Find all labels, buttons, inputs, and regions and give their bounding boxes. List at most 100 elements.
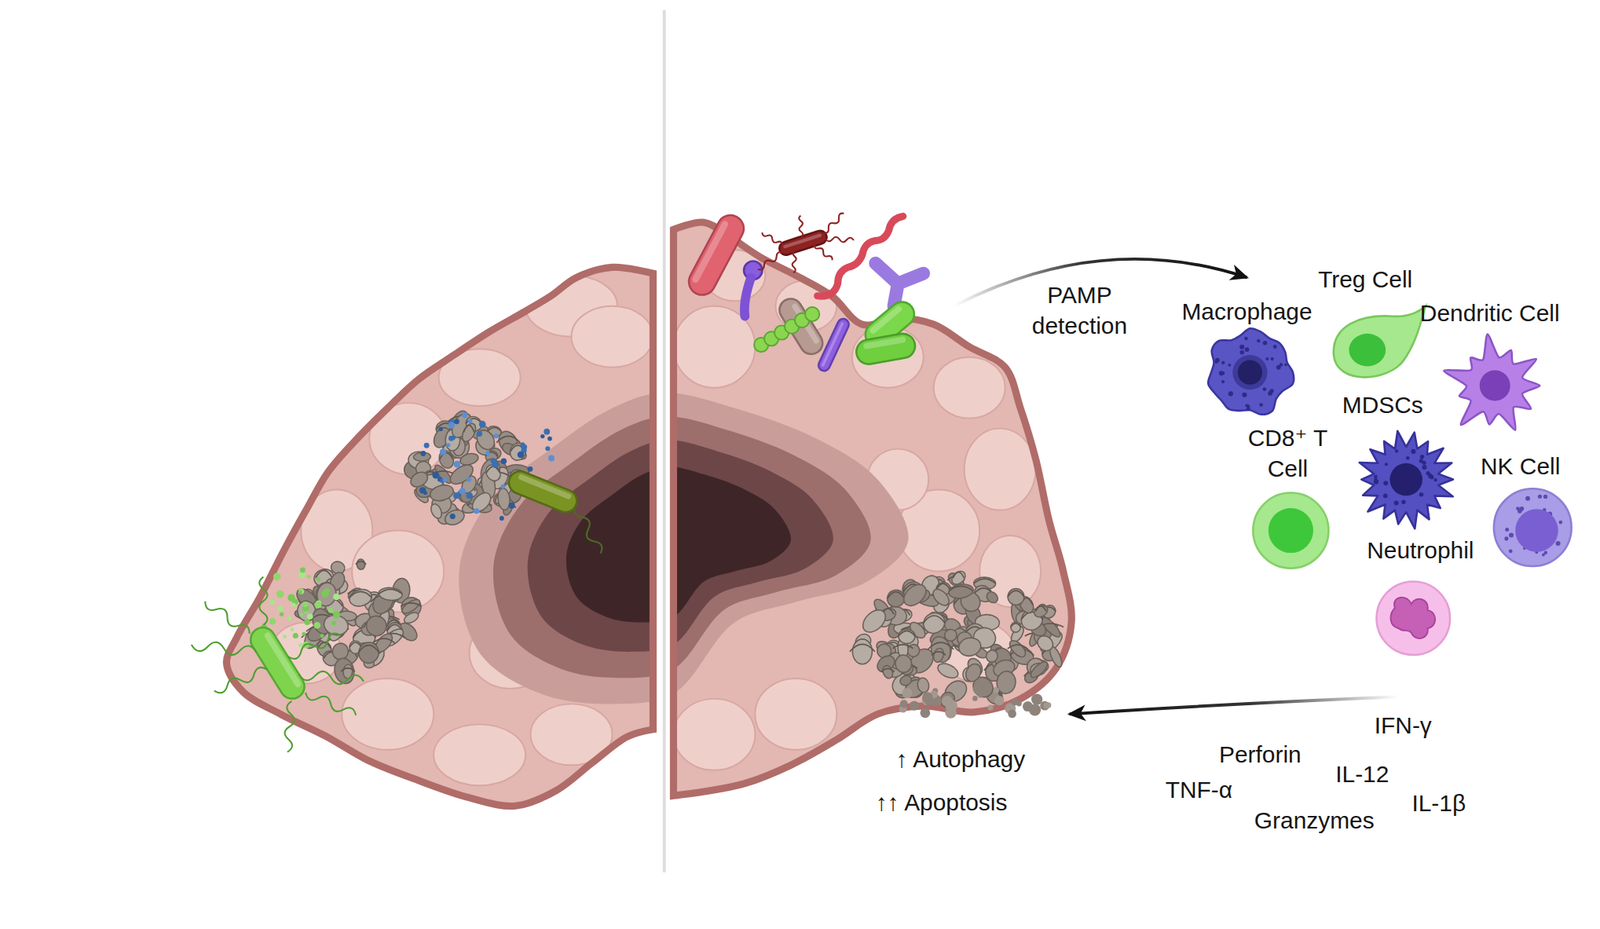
granule	[1228, 391, 1234, 396]
debris-curl	[973, 578, 996, 584]
particle-dot	[321, 590, 329, 598]
granule	[1556, 541, 1561, 546]
bacterium-shine	[868, 304, 904, 336]
cell-label: MDSCs	[1331, 391, 1434, 422]
particle-dot	[987, 704, 993, 711]
particle-dot	[438, 427, 443, 432]
granule	[1525, 496, 1531, 502]
debris-fragment	[459, 421, 479, 444]
debris-fragment	[898, 673, 913, 688]
particle-dot	[301, 632, 306, 637]
particle-dot	[292, 633, 299, 639]
cell-label: NK Cell	[1469, 452, 1572, 484]
debris-curl	[936, 583, 949, 590]
tumor-core	[493, 416, 872, 678]
granule	[1504, 527, 1509, 532]
granule	[1519, 506, 1524, 512]
cell-membrane	[1252, 492, 1329, 568]
particle-dot	[517, 451, 524, 458]
particle-dot	[501, 484, 506, 489]
granule	[1421, 464, 1427, 470]
granule	[1537, 494, 1542, 499]
effect-label: ↑↑ Apoptosis	[875, 787, 1091, 819]
debris-curl	[463, 424, 475, 433]
debris-curl	[1035, 606, 1046, 612]
particle-dot	[298, 590, 303, 595]
bacterium	[816, 317, 851, 374]
cell-shape	[1208, 328, 1294, 415]
cell-shape	[1493, 488, 1572, 567]
debris-fragment	[900, 580, 931, 611]
granule	[1384, 462, 1388, 466]
particle-dot	[527, 466, 534, 473]
particle-dot	[298, 643, 303, 648]
debris-fragment	[402, 610, 421, 626]
bacterium-body	[875, 263, 924, 307]
particle-dot	[307, 613, 314, 620]
particle-dot	[298, 571, 306, 579]
cytokine-label: IL-12	[1321, 760, 1403, 791]
dead-cell-debris	[849, 568, 1066, 711]
particle-dot	[424, 443, 430, 449]
streptococcus-chain	[754, 307, 820, 352]
flagellum	[819, 212, 848, 235]
particle-dot	[499, 516, 505, 521]
particle-dot	[900, 699, 909, 708]
granule	[1284, 363, 1288, 367]
cell-nucleus	[1515, 508, 1559, 553]
dead-cell-debris	[292, 559, 425, 686]
flagellum	[213, 660, 268, 701]
bacterium-body	[816, 317, 851, 374]
bacterium-shine	[263, 631, 302, 689]
cell-shape	[1376, 581, 1450, 656]
cell-membrane	[1443, 333, 1540, 430]
particle-dot	[273, 572, 282, 581]
granule	[1276, 365, 1282, 370]
tumor-border	[226, 267, 653, 806]
particle-dot	[1022, 701, 1033, 712]
flagellum	[287, 626, 342, 667]
particle-dot	[299, 613, 304, 618]
particle-dot	[313, 622, 321, 630]
particle-dot	[300, 567, 306, 574]
particle-dot	[333, 593, 341, 601]
granule	[1219, 370, 1224, 376]
bacterium	[171, 549, 381, 773]
flagellum	[813, 240, 833, 264]
granule	[1221, 361, 1225, 365]
debris-fragment	[1032, 603, 1050, 620]
granule	[1373, 478, 1377, 482]
arrowhead	[1229, 264, 1253, 286]
debris-fragment	[443, 507, 467, 528]
cytokine-label: TNF-α	[1153, 775, 1245, 806]
granule	[1270, 357, 1275, 361]
debris-fragment	[407, 468, 430, 490]
debris-fragment	[497, 487, 512, 511]
cell-label: Neutrophil	[1348, 535, 1492, 567]
flagellum	[787, 250, 802, 273]
granule	[1263, 340, 1267, 345]
debris-fragment	[1009, 620, 1022, 634]
particle-dot	[450, 513, 456, 520]
cell-shape	[1333, 306, 1426, 378]
flagellum	[754, 251, 786, 271]
granule	[1259, 402, 1264, 407]
bacterium-body	[744, 277, 751, 316]
flagellum	[298, 647, 364, 710]
particle-dot	[491, 461, 499, 469]
cell-membrane	[1208, 328, 1294, 415]
debris-fragment	[962, 661, 985, 685]
dead-cell-debris	[400, 408, 531, 528]
particle-dot	[328, 607, 334, 614]
granule	[1401, 500, 1406, 505]
particle-dot	[277, 606, 283, 612]
debris-fragment	[428, 483, 455, 504]
particle-dot	[508, 502, 516, 509]
particle-dot	[540, 434, 545, 439]
debris-curl	[887, 592, 905, 599]
debris-fragment	[984, 589, 1000, 605]
debris-fragment	[957, 636, 983, 659]
granule	[1422, 461, 1427, 465]
particle-dot	[287, 593, 295, 601]
cell-nucleus	[1479, 370, 1511, 402]
